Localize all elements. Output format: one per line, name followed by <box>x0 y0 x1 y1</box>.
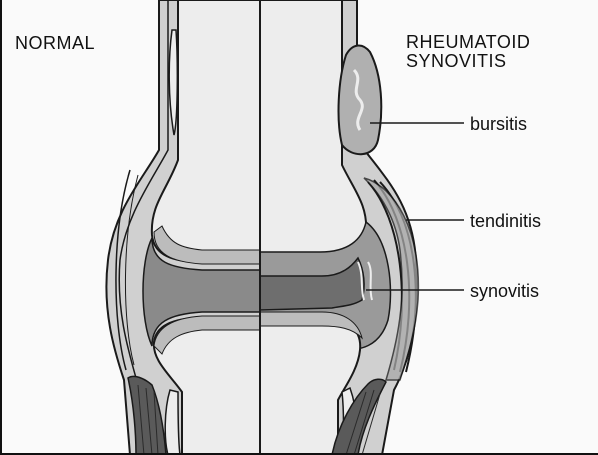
tendinitis-label: tendinitis <box>470 211 541 231</box>
normal-joint <box>106 0 260 455</box>
normal-panel-title: NORMAL <box>15 34 95 53</box>
rheumatoid-panel-title: RHEUMATOID SYNOVITIS <box>406 33 530 71</box>
rheumatoid-joint <box>260 0 418 455</box>
normal-lower-bursa <box>165 390 180 455</box>
rheumatoid-title-line1: RHEUMATOID <box>406 33 530 52</box>
synovitis-label: synovitis <box>470 281 539 301</box>
rheumatoid-title-line2: SYNOVITIS <box>406 52 530 71</box>
bursitis-label: bursitis <box>470 114 527 134</box>
